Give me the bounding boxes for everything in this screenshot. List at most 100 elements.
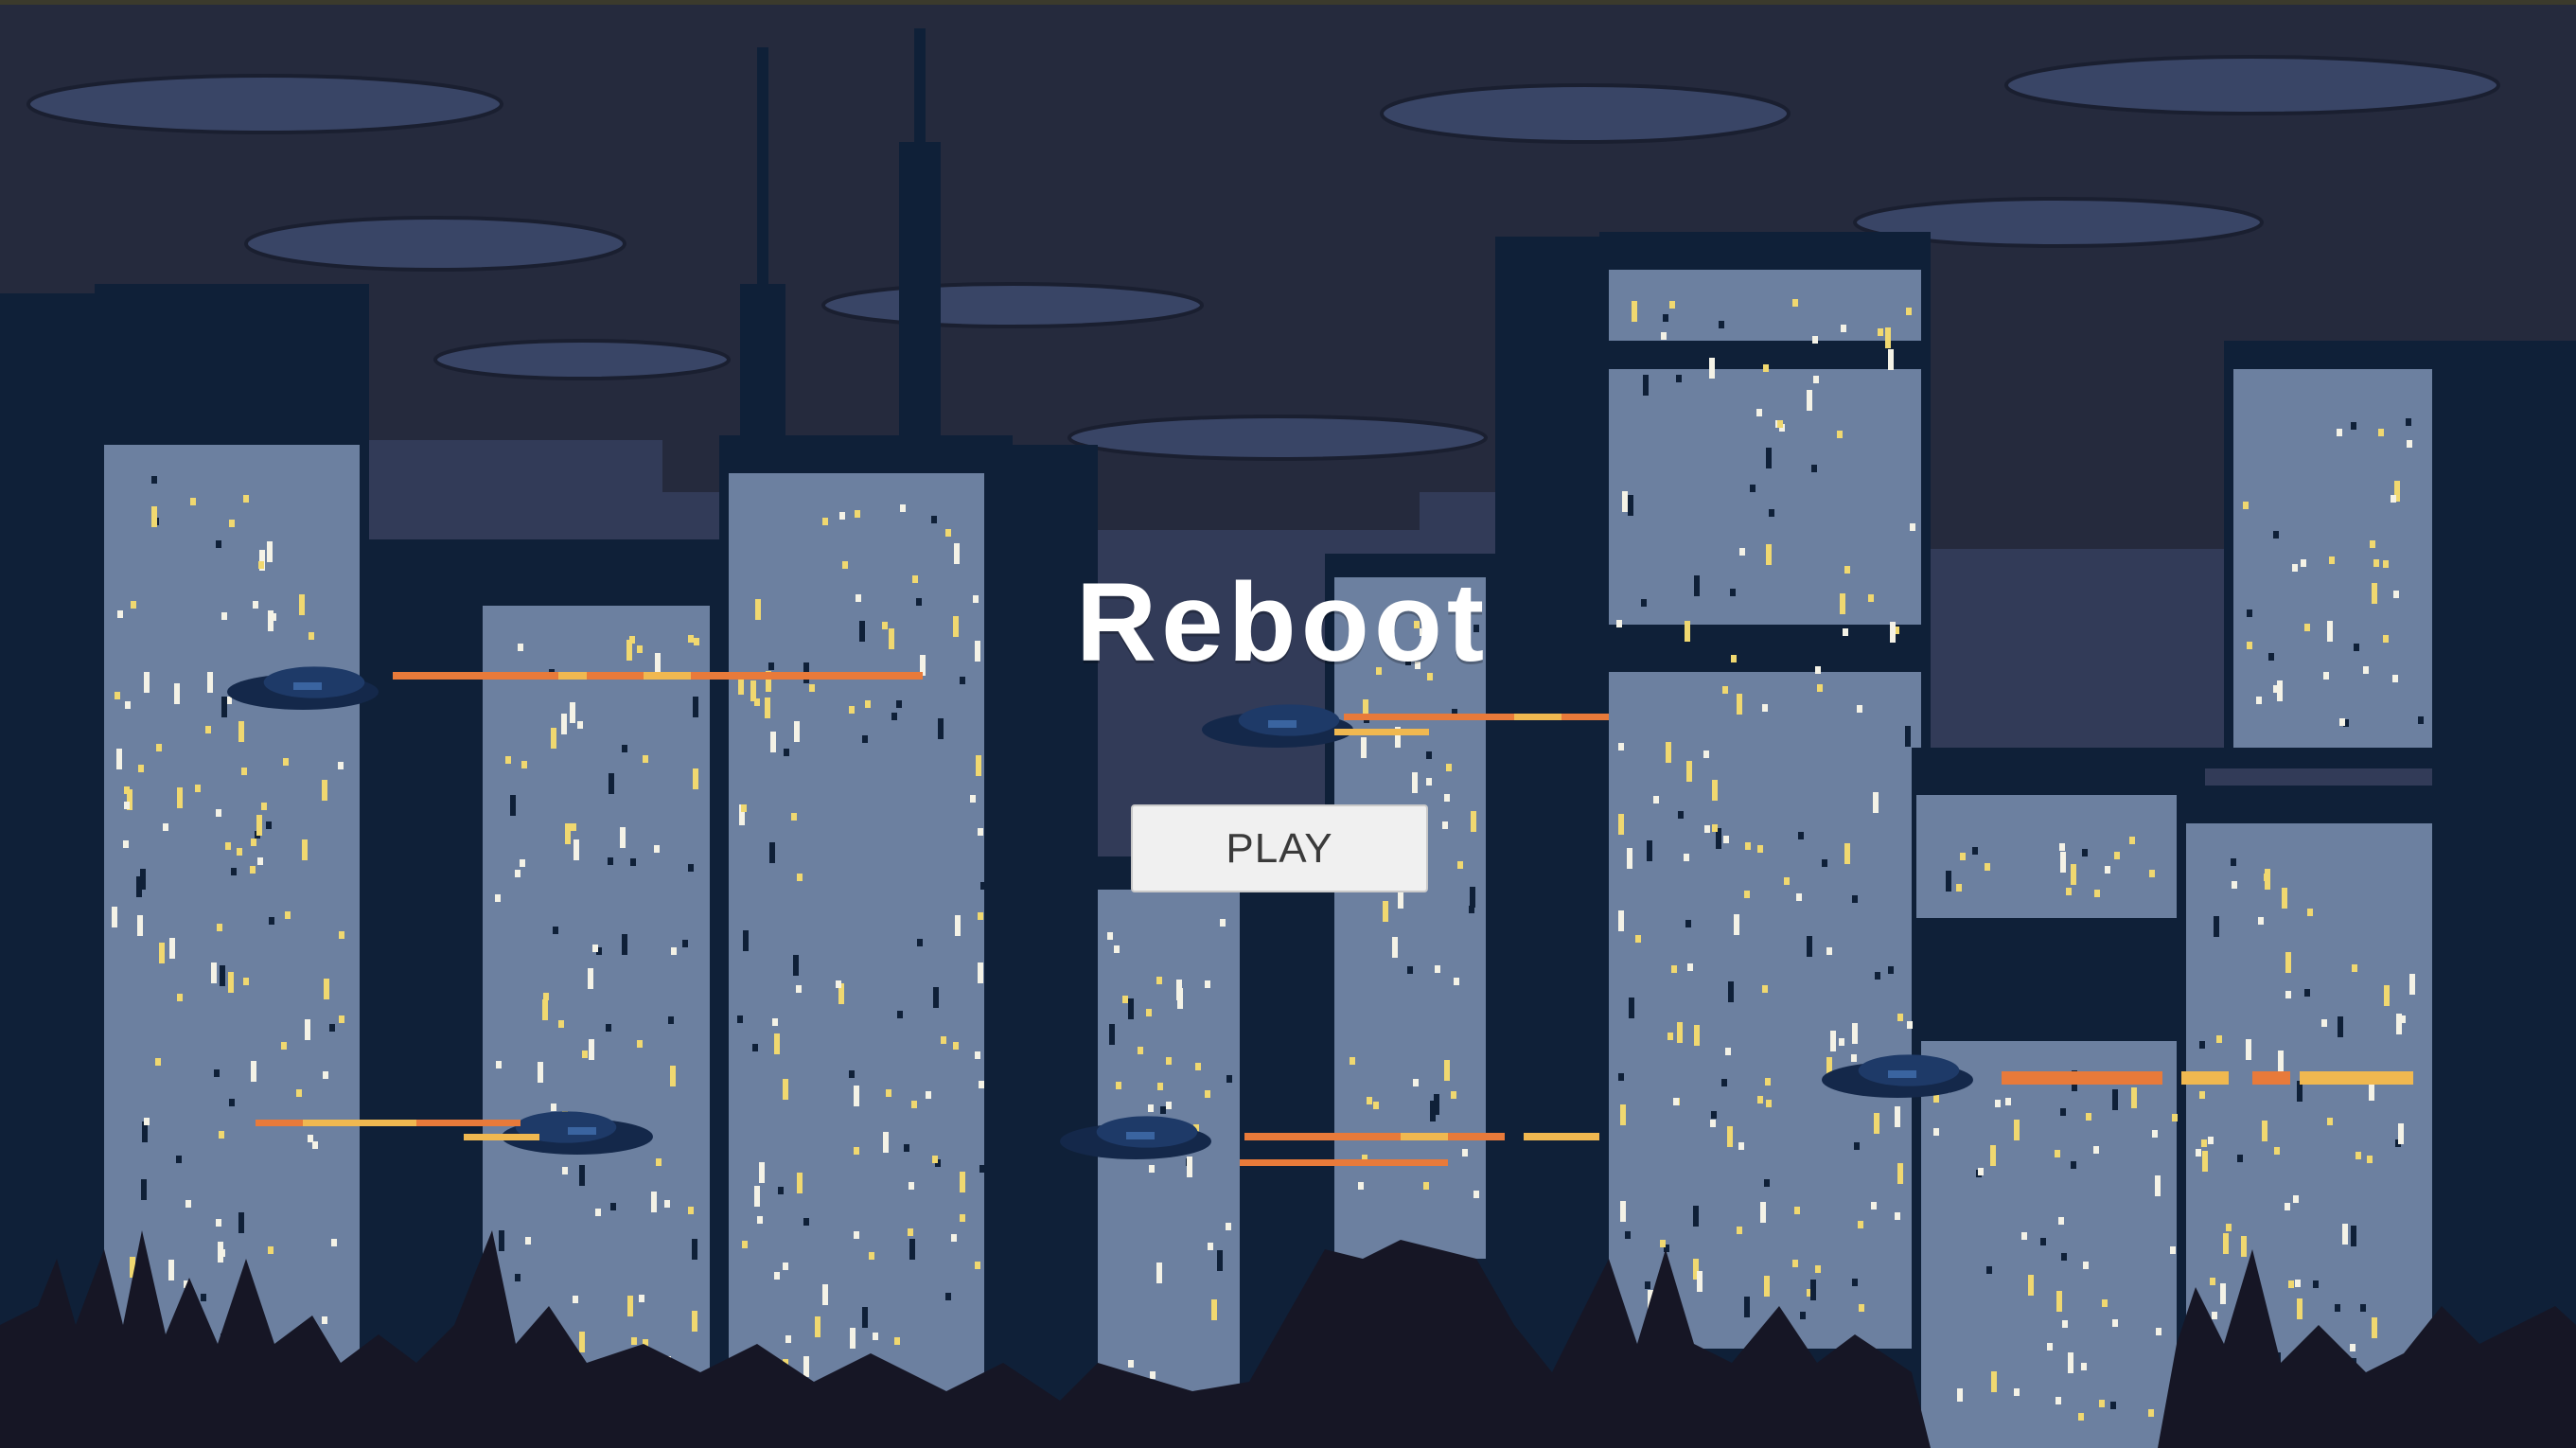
window — [1627, 848, 1632, 869]
window — [975, 1262, 980, 1269]
window — [945, 1293, 951, 1300]
window — [1878, 328, 1883, 336]
window — [1666, 742, 1671, 763]
window — [1765, 1078, 1771, 1086]
window — [859, 621, 865, 642]
window — [241, 768, 247, 775]
window — [752, 1044, 758, 1051]
window — [1859, 1304, 1864, 1312]
window — [738, 674, 744, 695]
window — [1415, 662, 1420, 669]
window — [1873, 792, 1879, 813]
window — [1874, 1113, 1879, 1134]
window — [1442, 821, 1448, 829]
window — [2343, 719, 2349, 727]
window — [2056, 1291, 2062, 1312]
window — [2170, 1246, 2176, 1254]
window — [2086, 1113, 2091, 1121]
window — [2262, 1121, 2267, 1141]
window — [2304, 989, 2310, 997]
window — [1815, 1265, 1821, 1273]
window — [2237, 1155, 2243, 1162]
window — [822, 518, 828, 525]
window — [1138, 1047, 1143, 1054]
window — [2056, 1397, 2061, 1404]
cloud — [2004, 55, 2500, 115]
exhaust-trail — [1514, 714, 1561, 720]
window — [305, 1019, 310, 1040]
window — [1750, 485, 1756, 492]
window — [124, 786, 130, 794]
window — [951, 1234, 957, 1242]
window — [142, 1121, 148, 1142]
window — [2258, 917, 2264, 925]
window — [1985, 863, 1990, 871]
window — [1622, 491, 1628, 512]
window — [1703, 750, 1709, 758]
window — [912, 575, 918, 583]
window — [1671, 965, 1677, 973]
window — [201, 1294, 206, 1301]
window — [1731, 655, 1737, 662]
window — [2400, 1015, 2406, 1023]
window — [2241, 1236, 2247, 1257]
window — [670, 1066, 676, 1086]
window — [2372, 1317, 2377, 1338]
window — [1712, 824, 1718, 832]
window — [796, 985, 802, 993]
window — [849, 706, 855, 714]
window — [1653, 796, 1659, 803]
window — [1647, 840, 1652, 861]
window — [639, 1295, 644, 1302]
window — [693, 697, 698, 717]
window — [737, 1015, 743, 1023]
window — [323, 1071, 328, 1079]
window — [1854, 1142, 1860, 1150]
window — [130, 1257, 135, 1278]
window — [2323, 672, 2329, 680]
window — [1694, 575, 1700, 596]
window — [1839, 1038, 1844, 1046]
window — [2396, 1014, 2402, 1034]
window — [1995, 1100, 2001, 1107]
window — [797, 874, 803, 881]
window — [2199, 1091, 2205, 1099]
window — [216, 1219, 221, 1227]
window — [1685, 621, 1690, 642]
window — [268, 1246, 273, 1254]
window — [2407, 440, 2412, 448]
windows-layer — [112, 299, 2424, 1421]
window — [770, 732, 776, 752]
window — [228, 972, 234, 993]
window — [933, 987, 939, 1008]
window — [1676, 375, 1682, 382]
window — [1762, 704, 1768, 712]
window — [1109, 1024, 1115, 1045]
window — [1895, 1106, 1900, 1127]
window — [1798, 832, 1804, 839]
exhaust-trail — [644, 672, 691, 680]
window — [505, 756, 511, 764]
window — [979, 1081, 984, 1088]
window — [595, 1209, 601, 1216]
window — [237, 848, 242, 856]
window — [231, 868, 237, 875]
window — [589, 1039, 594, 1060]
window — [692, 1239, 697, 1260]
window — [1641, 599, 1647, 607]
window — [156, 744, 162, 751]
window — [774, 1033, 780, 1054]
window — [596, 947, 602, 955]
window — [521, 761, 527, 768]
window — [218, 1242, 223, 1263]
window — [551, 1104, 556, 1111]
window — [1807, 1289, 1812, 1297]
play-button[interactable]: PLAY — [1131, 804, 1428, 892]
window — [1713, 630, 1719, 638]
window — [2014, 1120, 2020, 1140]
window — [856, 594, 861, 602]
window — [339, 1015, 344, 1023]
window — [2363, 666, 2369, 674]
window — [891, 713, 897, 720]
